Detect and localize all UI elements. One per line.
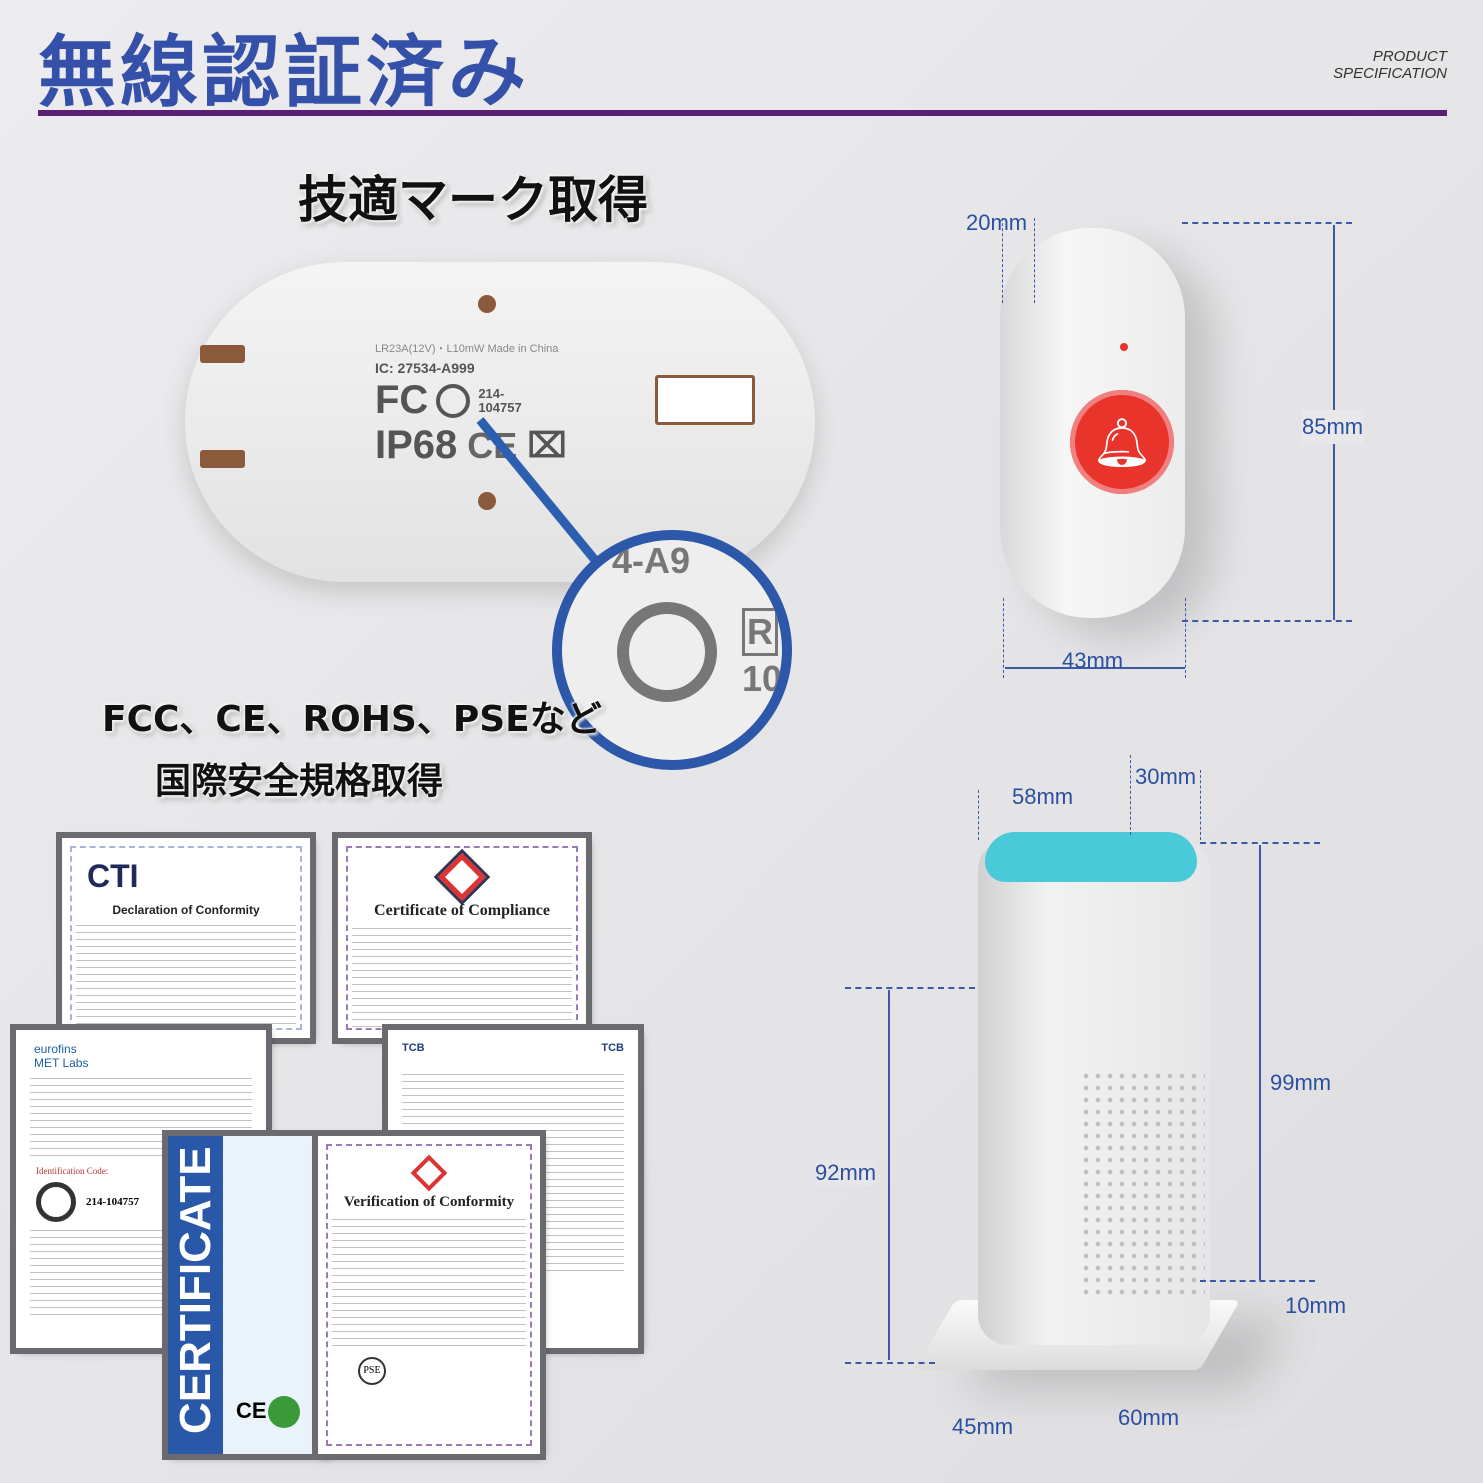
- eurofins-logo: eurofins: [34, 1042, 77, 1056]
- magnifier-stem: [476, 417, 599, 563]
- tcb-logo: TCB: [402, 1042, 425, 1054]
- telec-number: 214-104757: [86, 1196, 140, 1208]
- dim-receiver-base-height: 10mm: [1285, 1293, 1347, 1318]
- telec-number: 214-104757: [478, 385, 522, 415]
- dim-line: [1002, 218, 1003, 303]
- dim-receiver-base-width: 45mm: [952, 1414, 1014, 1439]
- telec-mark-icon: [617, 602, 717, 702]
- zoom-text: 4-A9: [612, 540, 691, 581]
- ip-rating: IP68: [375, 423, 458, 467]
- cti-logo: CTI: [87, 858, 139, 894]
- dim-line: [1200, 770, 1201, 840]
- receiver-cap: [985, 832, 1197, 882]
- dim-line: [1182, 222, 1352, 224]
- plug-slot: [655, 375, 755, 425]
- dim-receiver-depth: 30mm: [1135, 764, 1197, 789]
- certificate-ce: CERTIFICATE CE: [168, 1136, 328, 1454]
- device-label: LR23A(12V)・L10mW Made in China IC: 27534…: [375, 340, 567, 468]
- dim-button-depth: 20mm: [966, 210, 1028, 235]
- dim-line: [845, 1362, 935, 1364]
- spec-line-2: SPECIFICATION: [1333, 65, 1447, 82]
- label-ic: IC: 27534-A999: [375, 360, 475, 376]
- certificate-title: Declaration of Conformity: [112, 903, 260, 917]
- page-title: 無線認証済み: [38, 28, 531, 118]
- dim-line: [1130, 755, 1131, 835]
- plug-prong: [200, 345, 245, 363]
- telec-mark-icon: [36, 1182, 76, 1222]
- pse-mark: PSE: [358, 1357, 386, 1385]
- dim-button-width: 43mm: [1062, 648, 1124, 673]
- tcb-logo: TCB: [601, 1042, 624, 1054]
- certificate-title: Verification of Conformity: [343, 1194, 515, 1210]
- dim-arrow-body-height: [1259, 845, 1261, 1280]
- dim-line: [1200, 1280, 1315, 1282]
- magnifier-circle: 4-A9 R 10: [552, 530, 792, 770]
- plug-prong: [200, 450, 245, 468]
- header-divider: [38, 110, 1447, 116]
- ce-mark: CE: [236, 1398, 267, 1423]
- dim-receiver-body-height: 99mm: [1270, 1070, 1332, 1095]
- dim-line: [978, 790, 979, 840]
- dim-line: [1185, 598, 1186, 678]
- screw-hole: [478, 295, 496, 313]
- screw-hole: [478, 492, 496, 510]
- dim-receiver-width: 58mm: [1012, 784, 1074, 809]
- dim-line: [1200, 842, 1320, 844]
- bell-icon[interactable]: 🔔︎: [1070, 390, 1174, 494]
- certificate-title: Certificate of Compliance: [374, 902, 550, 919]
- met-labs-label: MET Labs: [34, 1056, 89, 1070]
- mark-heading: 技適マーク取得: [298, 171, 648, 229]
- weee-bin-icon: ⌧: [527, 426, 567, 465]
- zoom-number: 10: [742, 658, 783, 699]
- dim-line: [845, 987, 975, 989]
- fcc-logo: FC: [375, 378, 429, 422]
- label-rating: LR23A(12V)・L10mW Made in China: [375, 343, 559, 355]
- dim-receiver-base-depth: 60mm: [1118, 1405, 1180, 1430]
- cert-heading-1: FCC、CE、ROHS、PSEなど: [102, 699, 602, 740]
- dim-line: [1034, 218, 1035, 303]
- certificate-vertical-title: CERTIFICATE: [171, 1146, 220, 1434]
- certificate-verification: Verification of Conformity PSE: [318, 1136, 540, 1454]
- led-indicator: [1120, 343, 1128, 351]
- certificate-cti: CTI Declaration of Conformity: [62, 838, 310, 1038]
- spec-line-1: PRODUCT: [1372, 48, 1447, 65]
- cert-heading-2: 国際安全規格取得: [155, 761, 444, 802]
- rohs-icon: [268, 1396, 300, 1428]
- dim-arrow-width: [1005, 667, 1185, 669]
- identification-code-label: Identification Code:: [36, 1166, 109, 1176]
- dim-line: [1003, 598, 1004, 678]
- dim-receiver-total-height: 92mm: [815, 1160, 877, 1186]
- speaker-grille: [1080, 1070, 1205, 1300]
- dim-arrow-total-height: [888, 990, 890, 1360]
- dim-line: [1182, 620, 1352, 622]
- zoom-r-mark: R: [742, 608, 778, 656]
- dim-button-height: 85mm: [1302, 410, 1364, 444]
- telec-mark-icon: [436, 383, 471, 418]
- certificate-compliance: Certificate of Compliance: [338, 838, 586, 1038]
